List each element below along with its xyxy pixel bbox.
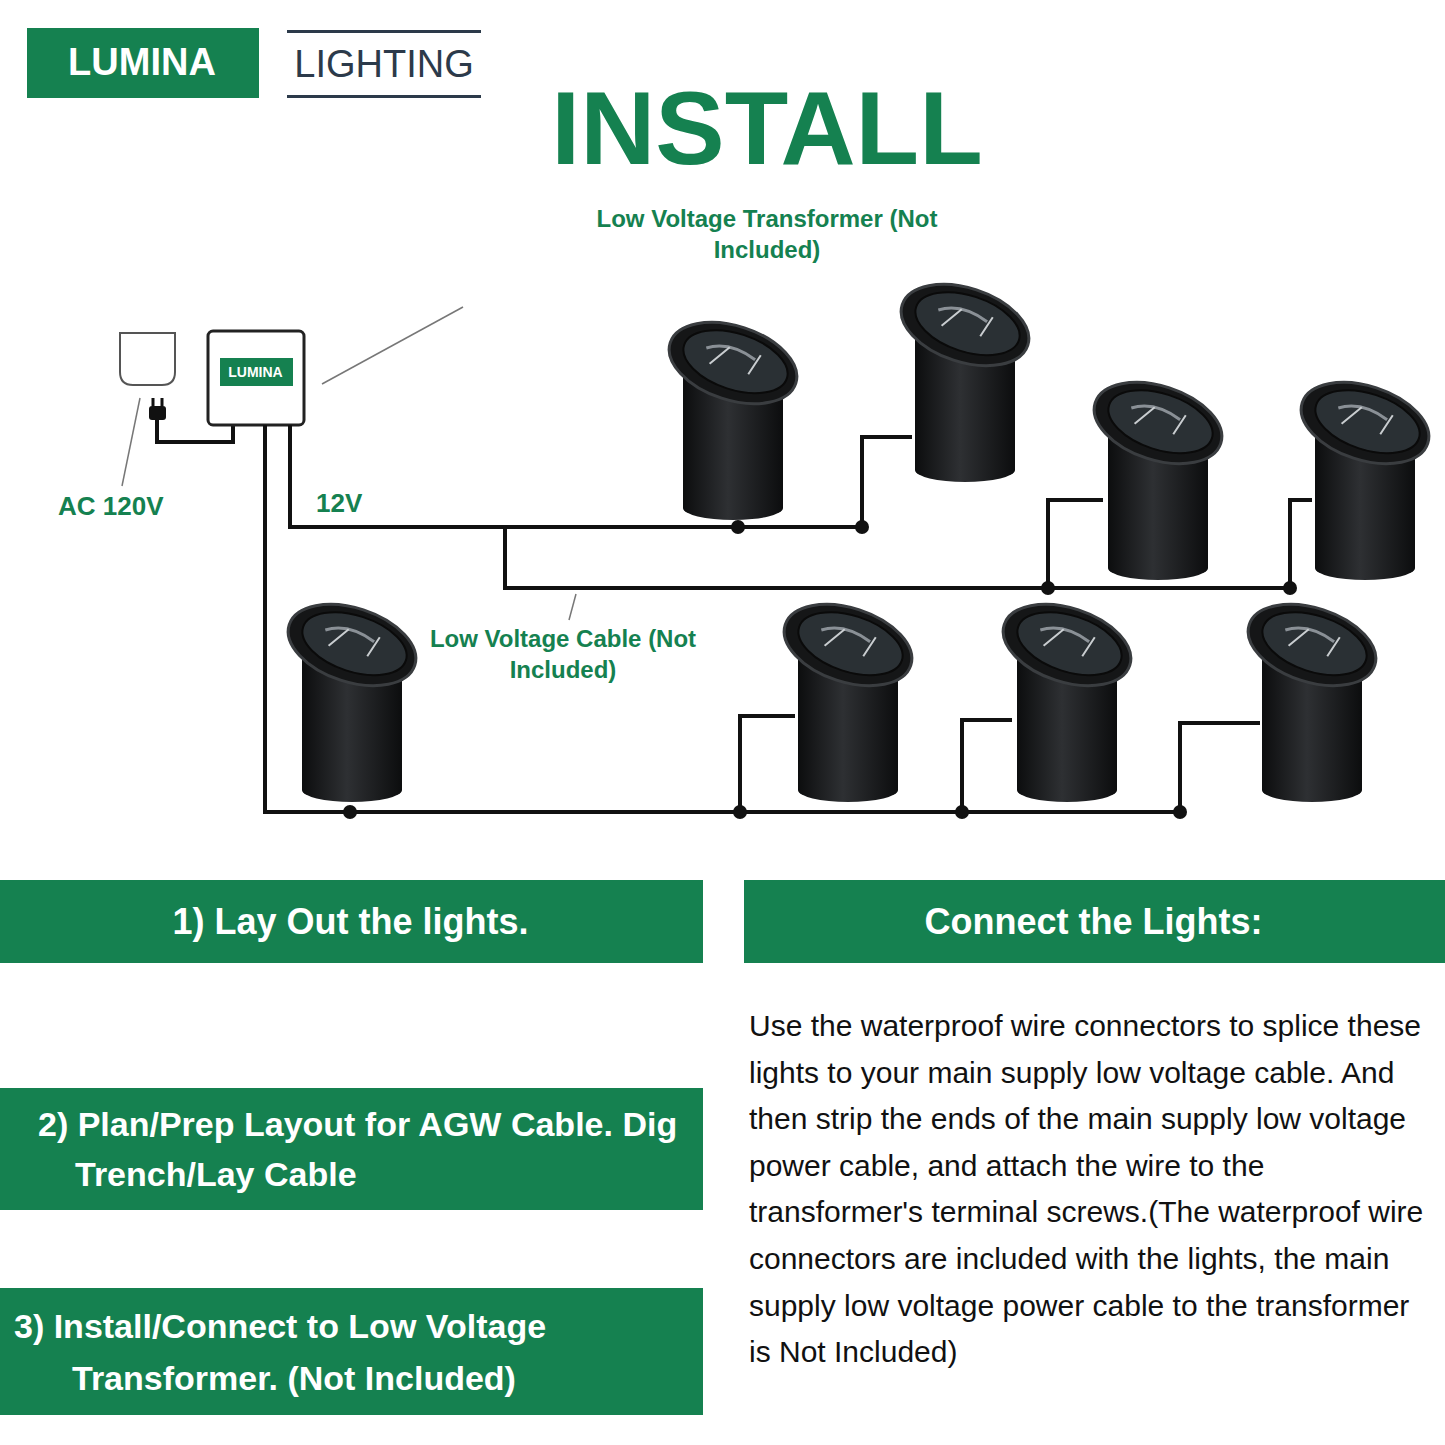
junction-dot (1283, 581, 1297, 595)
leader-line (322, 307, 463, 384)
junction-dot (731, 520, 745, 534)
heading-band: Connect the Lights: (744, 880, 1445, 963)
logo-box: LUMINA (27, 28, 259, 98)
wire (1180, 723, 1260, 812)
label-text: 12V (316, 487, 396, 519)
node-text: Connect the Lights: (925, 900, 1263, 943)
step-band: 2) Plan/Prep Layout for AGW Cable. Dig T… (0, 1088, 703, 1210)
instruction-text: Use the waterproof wire connectors to sp… (749, 1003, 1439, 1376)
well-light (774, 589, 922, 802)
junction-dot (955, 805, 969, 819)
well-light (659, 307, 807, 520)
well-light (1291, 367, 1439, 580)
node-text: 1) Lay Out the lights. (172, 900, 528, 943)
well-light (1084, 367, 1232, 580)
wire (962, 720, 1012, 812)
wire (290, 425, 912, 527)
well-light (993, 589, 1141, 802)
wire (740, 716, 795, 812)
step-band: 3) Install/Connect to Low Voltage Transf… (0, 1288, 703, 1415)
leader-line (569, 594, 576, 620)
junction-dot (733, 805, 747, 819)
label-text: LIGHTING (287, 33, 481, 95)
plug-icon (149, 406, 166, 420)
well-light (891, 269, 1039, 482)
brand-subtitle: LIGHTING (287, 30, 481, 98)
junction-dot (343, 805, 357, 819)
label-text: AC 120V (58, 490, 198, 522)
page-title: INSTALL (467, 72, 1067, 184)
node-text: 3) Install/Connect to Low Voltage Transf… (72, 1300, 697, 1404)
step-band: 1) Lay Out the lights. (0, 880, 703, 963)
plug-prongs (153, 398, 162, 406)
voltage-label: 12V (316, 487, 396, 519)
junction-dot (1173, 805, 1187, 819)
well-light (1238, 589, 1386, 802)
junction-dot (1041, 581, 1055, 595)
callout-label: Low Voltage Cable (Not Included) (423, 623, 703, 685)
label-text: Use the waterproof wire connectors to sp… (749, 1003, 1439, 1376)
callout-label: Low Voltage Transformer (Not Included) (567, 203, 967, 265)
transformer-box (208, 331, 304, 425)
junction-dots (343, 520, 1297, 819)
node-text: 2) Plan/Prep Layout for AGW Cable. Dig T… (75, 1099, 697, 1199)
leader-line (122, 398, 140, 486)
wire (1290, 500, 1312, 588)
label-text: Low Voltage Transformer (Not Included) (587, 203, 947, 265)
node-text: LUMINA (68, 40, 216, 86)
outlet-icon (120, 333, 175, 385)
label-text: Low Voltage Cable (Not Included) (423, 623, 703, 685)
wire (1048, 500, 1103, 588)
junction-dot (855, 520, 869, 534)
voltage-label: AC 120V (58, 490, 198, 522)
node-text: LUMINA (228, 364, 282, 381)
transformer-logo: LUMINA (220, 358, 293, 386)
well-light (278, 589, 426, 802)
